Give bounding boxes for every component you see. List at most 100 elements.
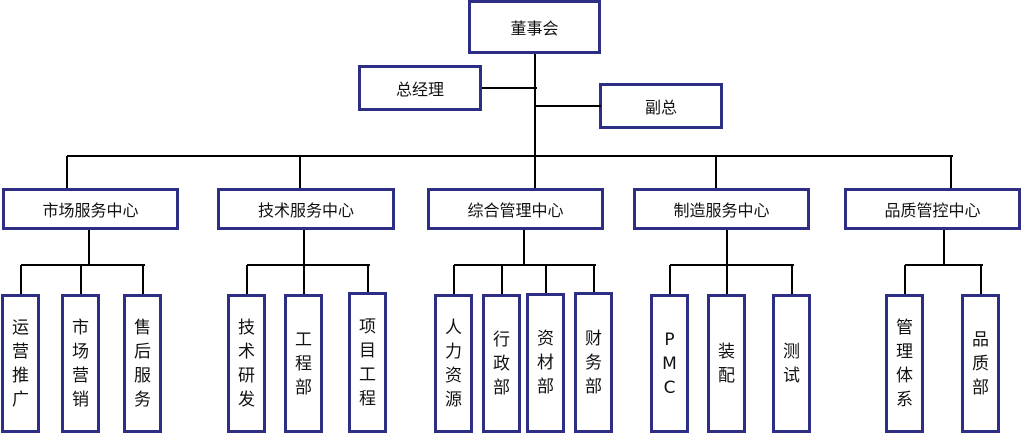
- box-char: 配: [718, 365, 735, 386]
- box-char: 项: [359, 316, 376, 337]
- center-box-5: 品质管控中心: [844, 188, 1021, 230]
- department-box: 管理体系: [885, 294, 924, 433]
- box-label: 市场服务中心: [42, 201, 139, 220]
- connector-line: [246, 264, 370, 266]
- box-char: 体: [896, 365, 913, 386]
- department-box: 项目工程: [348, 292, 387, 433]
- department-box: 品质部: [961, 294, 1000, 433]
- connector-line: [979, 265, 982, 294]
- department-box: 运营推广: [1, 294, 40, 433]
- connector-line: [943, 230, 945, 265]
- box-char: C: [663, 377, 676, 398]
- box-char: 装: [718, 341, 735, 362]
- box-char: 务: [134, 389, 151, 410]
- box-char: 部: [972, 377, 989, 398]
- connector-line: [453, 264, 596, 266]
- box-char: 系: [896, 389, 913, 410]
- center-box-3: 综合管理中心: [427, 188, 604, 230]
- connector-line: [482, 87, 537, 89]
- center-box-1: 市场服务中心: [2, 188, 179, 230]
- center-box-2: 技术服务中心: [217, 188, 395, 230]
- box-char: 发: [238, 389, 255, 410]
- box-char: 服: [134, 365, 151, 386]
- box-char: 销: [72, 389, 89, 410]
- connector-line: [534, 53, 536, 156]
- box-char: 力: [445, 341, 462, 362]
- box-char: 质: [972, 353, 989, 374]
- box-char: 试: [783, 365, 800, 386]
- box-char: 术: [238, 341, 255, 362]
- box-char: 推: [12, 365, 29, 386]
- box-char: 务: [585, 352, 602, 373]
- connector-line: [726, 230, 728, 265]
- board-box: 董事会: [468, 0, 601, 54]
- box-char: 人: [445, 317, 462, 338]
- box-char: 品: [972, 329, 989, 350]
- box-char: 程: [295, 353, 312, 374]
- connector-line: [790, 265, 793, 294]
- box-char: 财: [585, 328, 602, 349]
- connector-line: [535, 105, 601, 107]
- box-char: 测: [783, 341, 800, 362]
- connector-line: [544, 265, 547, 293]
- department-box: 人力资源: [434, 294, 473, 433]
- connector-line: [500, 265, 503, 294]
- box-char: 源: [445, 389, 462, 410]
- box-label: 综合管理中心: [467, 201, 564, 220]
- box-char: 运: [12, 317, 29, 338]
- box-char: 后: [134, 341, 151, 362]
- connector-line: [668, 265, 671, 294]
- box-char: 营: [12, 341, 29, 362]
- executive-box-2: 副总: [599, 83, 723, 129]
- box-char: 管: [896, 317, 913, 338]
- department-box: 测试: [772, 294, 811, 433]
- box-char: P: [664, 329, 675, 350]
- box-char: M: [662, 353, 677, 374]
- box-char: 研: [238, 365, 255, 386]
- connector-line: [303, 230, 305, 265]
- connector-line: [452, 265, 455, 294]
- connector-line: [79, 265, 82, 294]
- box-label: 副总: [644, 98, 677, 117]
- connector-line: [141, 265, 144, 294]
- box-char: 工: [295, 329, 312, 350]
- box-char: 行: [493, 329, 510, 350]
- connector-line: [66, 156, 68, 188]
- connector-line: [302, 265, 305, 294]
- connector-line: [88, 230, 90, 265]
- box-char: 政: [493, 353, 510, 374]
- connector-line: [903, 265, 906, 294]
- connector-line: [592, 265, 595, 292]
- box-char: 部: [295, 377, 312, 398]
- box-label: 董事会: [510, 19, 559, 38]
- connector-line: [534, 156, 536, 188]
- box-label: 总经理: [395, 80, 444, 99]
- connector-line: [725, 265, 728, 294]
- box-char: 资: [537, 329, 554, 349]
- department-box: 装配: [707, 294, 746, 433]
- connector-line: [950, 156, 952, 188]
- box-char: 理: [896, 341, 913, 362]
- connector-line: [904, 264, 983, 266]
- box-char: 场: [72, 341, 89, 362]
- connector-line: [245, 265, 248, 294]
- box-char: 部: [493, 377, 510, 398]
- connector-line: [523, 230, 525, 265]
- connector-line: [669, 264, 794, 266]
- box-char: 售: [134, 317, 151, 338]
- box-label: 品质管控中心: [884, 201, 981, 220]
- connector-line: [299, 156, 301, 188]
- department-box: 售后服务: [123, 294, 162, 433]
- department-box: 资材部: [526, 293, 565, 433]
- box-char: 程: [359, 388, 376, 409]
- connector-line: [715, 156, 717, 188]
- box-char: 市: [72, 317, 89, 338]
- box-char: 部: [537, 377, 554, 397]
- executive-box-1: 总经理: [358, 65, 482, 111]
- department-box: 财务部: [574, 292, 613, 433]
- connector-line: [19, 265, 22, 294]
- box-char: 部: [585, 376, 602, 397]
- box-label: 技术服务中心: [257, 201, 354, 220]
